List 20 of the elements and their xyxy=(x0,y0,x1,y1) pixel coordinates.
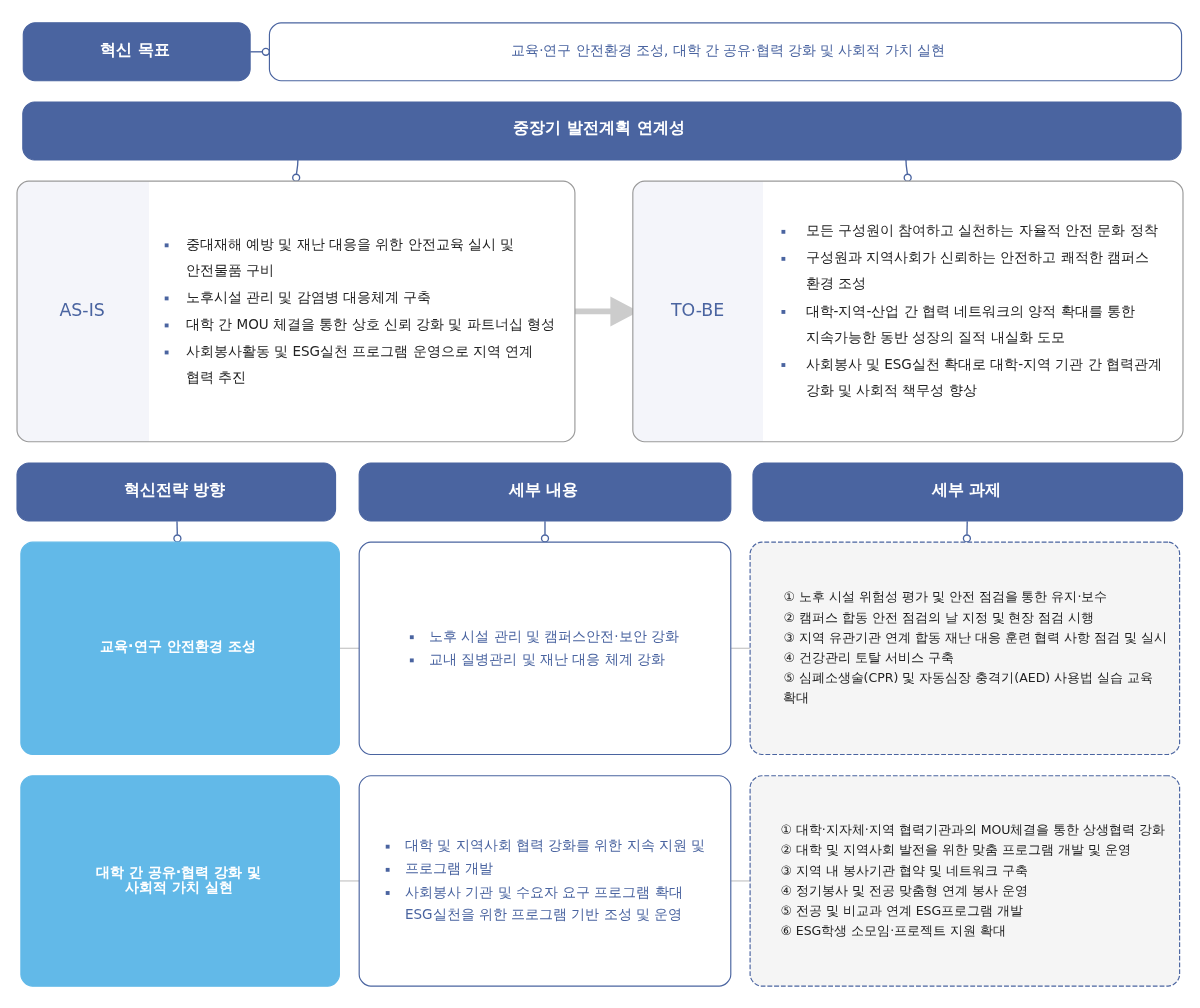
node-box: ① 대학·지자체·지역 협력기관과의 MOU체결을 통한 상생협력 강화 ② 대학 및 지역사회 발전을 위한 맞춤 프로그램 개발 및 운영 ③ 지역 내 봉사기관 협약 및 네트워크 구축 ④ 정기봉사 및 전공 맞춤형 연계 봉사 운영 ⑤ 전공 및 비교과 연계 ESG프로그램 개발 ⑥ ESG학생 소모임·프로젝트 지원 확대 xyxy=(749,774,1181,987)
connector xyxy=(962,520,972,543)
node-box: ① 노후 시설 위험성 평가 및 안전 점검을 통한 유지·보수 ② 캠퍼스 합동 안전 점검의 날 지정 및 현장 점검 시행 ③ 지역 유관기관 연계 합동 재난 대응 훈련 협력 사항 점검 및 실시 ④ 건강관리 토탈 서비스 구축 ⑤ 심폐소생술(CPR) 및 자동심장 충격기(AED) 사용법 실습 교육 확대 xyxy=(749,541,1181,755)
node-box: TO-BE 모든 구성원이 참여하고 실천하는 자율적 안전 문화 정착 구성원과 지역사회가 신뢰하는 안전하고 쾌적한 캠퍼스 환경 조성 대학-지역-산업 간 협력 네트워크의 양적 확대를 통한 지속가능한 동반 성장의 질적 내실화 도모 사회봉사 및 ESG실천 확대로 대학-지역 기관 간 협력관계 강화 및 사회적 책무성 향상 xyxy=(632,180,1184,442)
node-box: 대학 간 공유·협력 강화 및 사회적 가치 실현 xyxy=(20,774,340,987)
node-box: 교육·연구 안전환경 조성 xyxy=(20,541,340,755)
connector xyxy=(540,520,550,543)
node-box: 교육·연구 안전환경 조성, 대학 간 공유·협력 강화 및 사회적 가치 실현 xyxy=(268,21,1183,81)
connector xyxy=(730,647,751,649)
connector xyxy=(338,879,360,882)
node-box: 노후 시설 관리 및 캠퍼스안전·보안 강화 교내 질병관리 및 재난 대응 체계 강화 xyxy=(358,541,732,755)
node-box: 대학 및 지역사회 협력 강화를 위한 지속 지원 및 프로그램 개발 사회봉사 기관 및 수요자 요구 프로그램 확대 ESG실천을 위한 프로그램 기반 조성 및 운영 xyxy=(358,774,732,987)
node-box: 혁신전략 방향 xyxy=(16,461,337,521)
node-box: AS-IS 중대재해 예방 및 재난 대응을 위한 안전교육 실시 및 안전물품 구비 노후시설 관리 및 감염병 대응체계 구축 대학 간 MOU 체결을 통한 상호 신뢰 강화 및 파트너십 형성 사회봉사활동 및 ESG실천 프로그램 운영으로 지역 연계 협력 추진 xyxy=(16,180,576,442)
node-box: 세부 과제 xyxy=(752,461,1184,521)
node-box: 혁신 목표 xyxy=(22,21,251,81)
node-box: 중장기 발전계획 연계성 xyxy=(22,100,1182,160)
node-box: 세부 내용 xyxy=(358,461,732,521)
connector xyxy=(338,647,360,649)
connector xyxy=(730,879,751,882)
